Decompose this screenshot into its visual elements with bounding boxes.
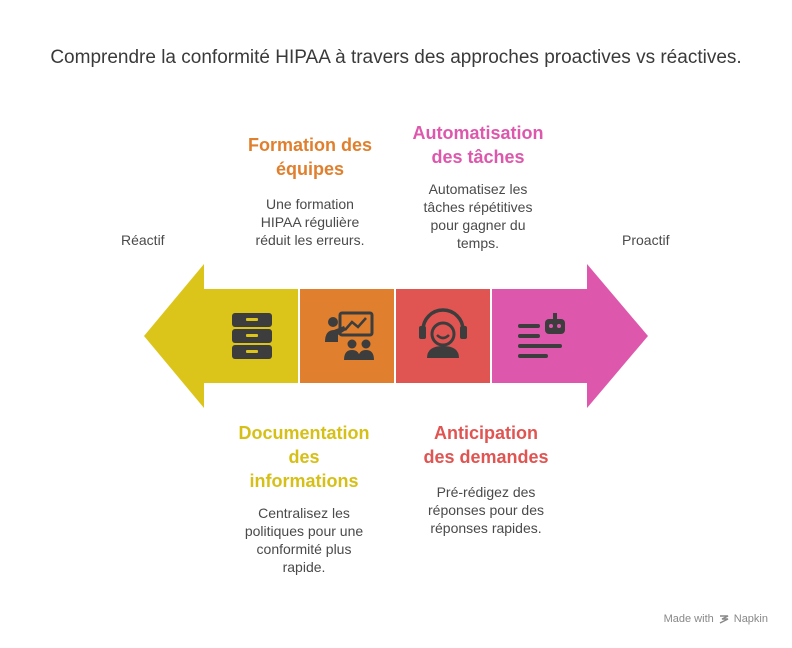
automatisation-heading: Automatisation des tâches bbox=[412, 123, 544, 167]
documentation-heading: Documentation des informations bbox=[238, 423, 370, 491]
left-arrowhead bbox=[144, 264, 204, 408]
made-with-text: Made with bbox=[663, 613, 714, 625]
formation-description: Une formation HIPAA régulière réduit les… bbox=[255, 196, 365, 248]
formation-heading: Formation des équipes bbox=[247, 135, 372, 179]
documentation-description: Centralisez les politiques pour une conf… bbox=[244, 505, 364, 575]
robot-list-icon bbox=[518, 313, 565, 358]
diagram-title: Comprendre la conformité HIPAA à travers… bbox=[50, 47, 742, 68]
reactive-label: Réactif bbox=[121, 232, 165, 248]
napkin-brand-text: Napkin bbox=[733, 613, 768, 625]
proactive-label: Proactif bbox=[622, 232, 670, 248]
napkin-logo-icon bbox=[719, 615, 729, 624]
customer-support-icon bbox=[419, 308, 467, 358]
anticipation-heading: Anticipation des demandes bbox=[423, 423, 549, 467]
automatisation-description: Automatisez les tâches répétitives pour … bbox=[423, 181, 533, 251]
file-cabinet-icon bbox=[232, 313, 272, 359]
right-arrowhead bbox=[587, 264, 648, 408]
segment-anticipation bbox=[396, 289, 490, 383]
presentation-icon bbox=[325, 311, 374, 360]
anticipation-description: Pré-rédigez des réponses pour des répons… bbox=[428, 484, 544, 536]
napkin-footer[interactable]: Made with Napkin bbox=[664, 613, 768, 625]
